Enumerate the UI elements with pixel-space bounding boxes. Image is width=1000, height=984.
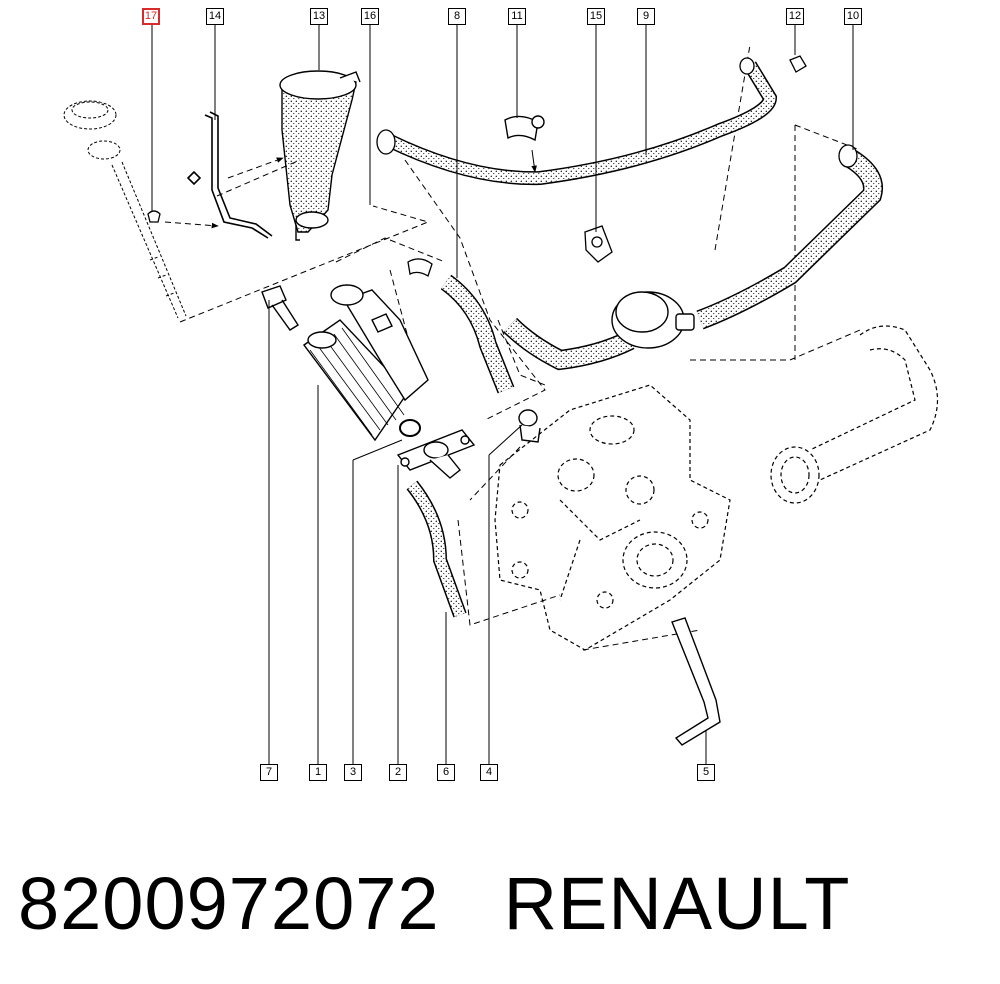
engine-block xyxy=(494,384,731,651)
hose-10 xyxy=(696,149,883,330)
leader-lines xyxy=(179,44,861,651)
callout-2[interactable]: 2 xyxy=(389,764,407,781)
callout-9[interactable]: 9 xyxy=(637,8,655,25)
dipstick xyxy=(63,100,187,319)
oil-filter-housing xyxy=(303,284,429,442)
o-ring xyxy=(399,419,421,437)
footer-caption: 8200972072 RENAULT xyxy=(18,858,978,948)
part-number: 8200972072 xyxy=(18,861,440,945)
parts-diagram xyxy=(63,25,939,764)
oil-filler-neck xyxy=(279,70,361,241)
callout-12[interactable]: 12 xyxy=(786,8,804,25)
callout-16[interactable]: 16 xyxy=(361,8,379,25)
callout-5[interactable]: 5 xyxy=(697,764,715,781)
callout-17[interactable]: 17 xyxy=(142,8,160,25)
callout-6[interactable]: 6 xyxy=(437,764,455,781)
callout-7[interactable]: 7 xyxy=(260,764,278,781)
callout-3[interactable]: 3 xyxy=(344,764,362,781)
hose-clamp xyxy=(504,115,545,142)
wire-bracket xyxy=(186,111,273,239)
callout-14[interactable]: 14 xyxy=(206,8,224,25)
callout-13[interactable]: 13 xyxy=(310,8,328,25)
clip-12 xyxy=(789,55,807,73)
union-fitting xyxy=(518,409,541,443)
intake-duct xyxy=(770,325,939,504)
oil-separator xyxy=(611,291,695,349)
clamp-16 xyxy=(407,258,433,277)
mount-bracket xyxy=(584,225,613,263)
callout-11[interactable]: 11 xyxy=(508,8,526,25)
callout-1[interactable]: 1 xyxy=(309,764,327,781)
callout-8[interactable]: 8 xyxy=(448,8,466,25)
bolt xyxy=(261,285,299,331)
brand-name: RENAULT xyxy=(503,861,851,945)
callout-15[interactable]: 15 xyxy=(587,8,605,25)
callout-4[interactable]: 4 xyxy=(480,764,498,781)
dipstick-tube xyxy=(671,617,721,746)
callout-leaders xyxy=(151,25,854,764)
flange-gasket xyxy=(396,429,476,479)
callout-10[interactable]: 10 xyxy=(844,8,862,25)
clip xyxy=(147,210,161,223)
